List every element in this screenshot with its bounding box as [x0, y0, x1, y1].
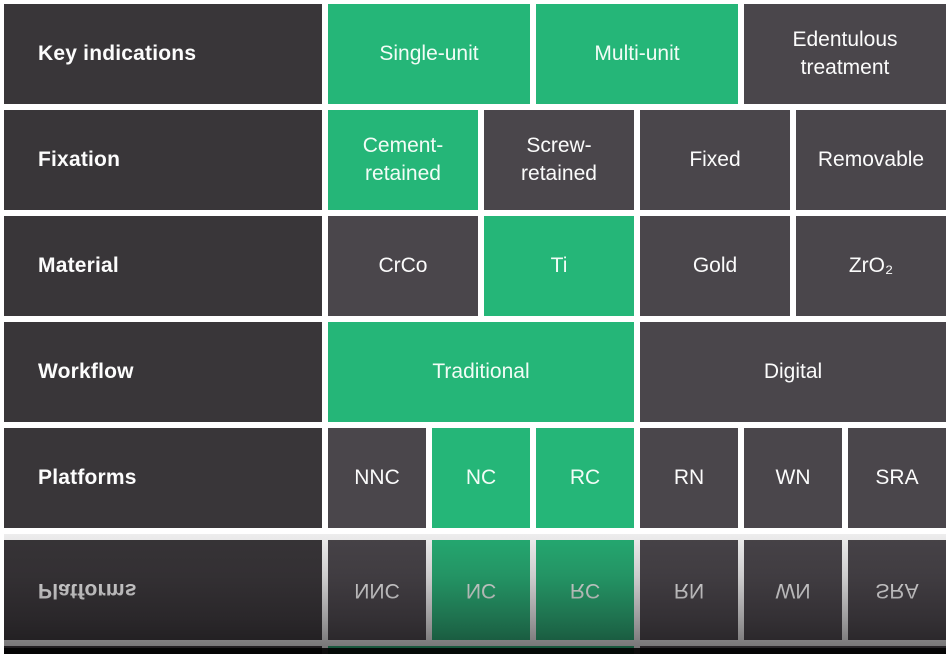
option-edentulous-treatment[interactable]: Edentulous treatment — [744, 4, 946, 104]
reflection-option-rc: RC — [536, 540, 634, 640]
option-fixed[interactable]: Fixed — [640, 110, 790, 210]
option-single-unit[interactable]: Single-unit — [328, 4, 530, 104]
option-removable[interactable]: Removable — [796, 110, 946, 210]
option-traditional[interactable]: Traditional — [328, 322, 634, 422]
option-screw-retained[interactable]: Screw-retained — [484, 110, 634, 210]
row-label-fixation: Fixation — [4, 110, 322, 210]
option-rn[interactable]: RN — [640, 428, 738, 528]
row-key-indications-cells: Single-unit Multi-unit Edentulous treatm… — [328, 4, 946, 104]
option-zro2[interactable]: ZrO₂ — [796, 216, 946, 316]
row-fixation-cells: Cement-retained Screw-retained Fixed Rem… — [328, 110, 946, 210]
option-sra[interactable]: SRA — [848, 428, 946, 528]
row-workflow: Workflow Traditional Digital — [4, 322, 946, 422]
row-label-platforms: Platforms — [4, 428, 322, 528]
reflection-workflow-label: Workflow — [4, 646, 322, 654]
row-label-material: Material — [4, 216, 322, 316]
reflection-option-sra: SRA — [848, 540, 946, 640]
option-nnc[interactable]: NNC — [328, 428, 426, 528]
row-fixation: Fixation Cement-retained Screw-retained … — [4, 110, 946, 210]
matrix-table: Key indications Single-unit Multi-unit E… — [4, 4, 946, 534]
reflection-workflow-row: Workflow Traditional Digital — [4, 646, 946, 654]
row-key-indications: Key indications Single-unit Multi-unit E… — [4, 4, 946, 104]
option-crco[interactable]: CrCo — [328, 216, 478, 316]
option-wn[interactable]: WN — [744, 428, 842, 528]
reflection-option-nnc: NNC — [328, 540, 426, 640]
option-gold[interactable]: Gold — [640, 216, 790, 316]
row-platforms-cells: NNC NC RC RN WN SRA — [328, 428, 946, 528]
row-material-cells: CrCo Ti Gold ZrO₂ — [328, 216, 946, 316]
row-material: Material CrCo Ti Gold ZrO₂ — [4, 216, 946, 316]
table-reflection-content: Workflow Traditional Digital Platforms N… — [4, 540, 946, 654]
reflection-option-digital: Digital — [640, 646, 946, 654]
option-digital[interactable]: Digital — [640, 322, 946, 422]
reflection-option-nc: NC — [432, 540, 530, 640]
reflection-option-rn: RN — [640, 540, 738, 640]
row-label-workflow: Workflow — [4, 322, 322, 422]
option-nc[interactable]: NC — [432, 428, 530, 528]
row-label-key-indications: Key indications — [4, 4, 322, 104]
reflection-platforms-row: Platforms NNC NC RC RN WN SRA — [4, 540, 946, 640]
row-workflow-cells: Traditional Digital — [328, 322, 946, 422]
option-ti[interactable]: Ti — [484, 216, 634, 316]
option-cement-retained[interactable]: Cement-retained — [328, 110, 478, 210]
row-platforms: Platforms NNC NC RC RN WN SRA — [4, 428, 946, 528]
table-reflection: Workflow Traditional Digital Platforms N… — [4, 534, 946, 654]
reflection-option-traditional: Traditional — [328, 646, 634, 654]
option-rc[interactable]: RC — [536, 428, 634, 528]
reflection-option-wn: WN — [744, 540, 842, 640]
option-multi-unit[interactable]: Multi-unit — [536, 4, 738, 104]
reflection-platforms-label: Platforms — [4, 540, 322, 640]
